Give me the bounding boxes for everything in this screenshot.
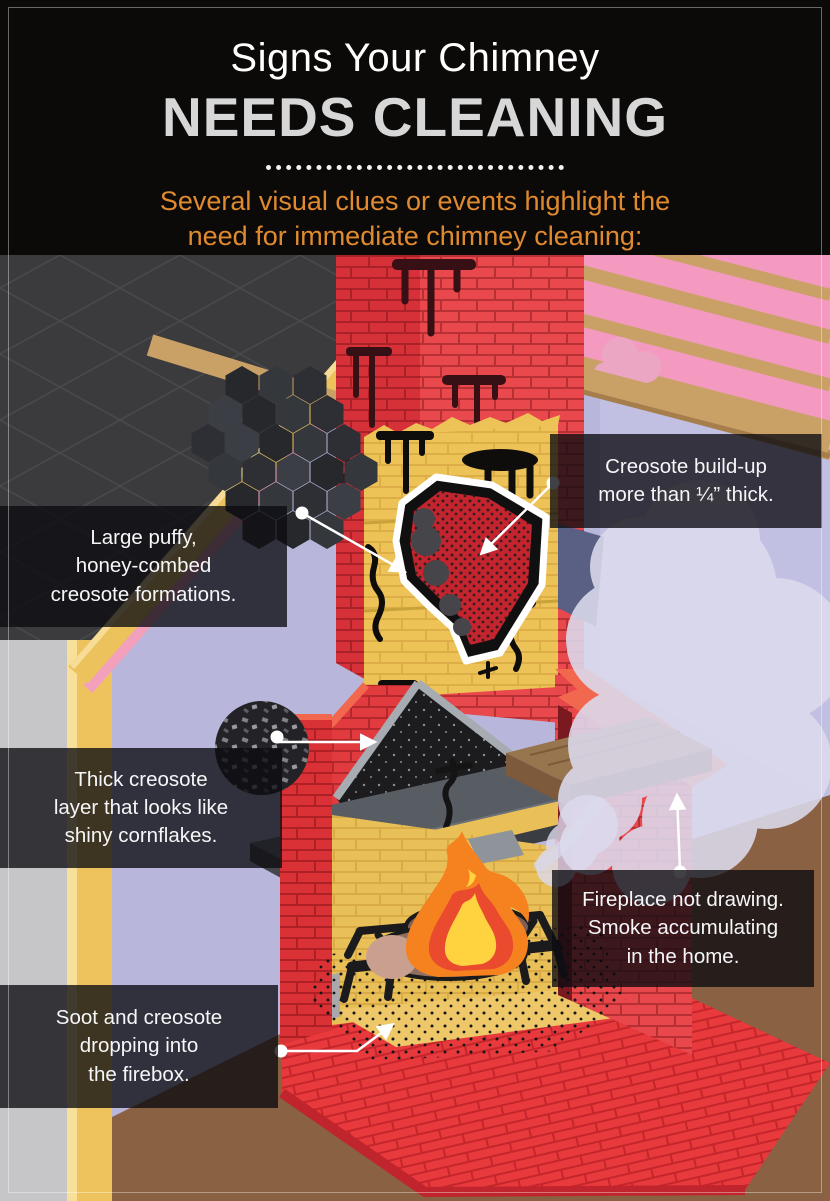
page-title-line1: Signs Your Chimney	[230, 36, 600, 80]
callout-honeycomb-formations: Large puffy, honey-combed creosote forma…	[0, 506, 287, 627]
leader-buildup	[479, 482, 554, 556]
callout-line: Creosote build-up	[605, 454, 767, 478]
damper-handle	[435, 758, 473, 830]
dotted-divider	[266, 165, 564, 170]
fire-grate-group	[308, 831, 626, 1061]
callout-line: Fireplace not drawing.	[582, 888, 784, 912]
header: Signs Your Chimney NEEDS CLEANING Severa…	[0, 0, 830, 255]
creosote-hole	[392, 473, 550, 665]
callout-line: layer that looks like	[53, 795, 229, 819]
subtitle-line1: Several visual clues or events highlight…	[159, 186, 671, 216]
callout-line: Large puffy,	[90, 526, 197, 550]
flame-icon	[405, 831, 530, 977]
callout-line: creosote formations.	[50, 582, 237, 606]
leader-smoke	[668, 792, 687, 871]
leader-soot	[281, 1022, 395, 1053]
creosote-drips-brick	[340, 259, 506, 496]
callout-line: dropping into	[79, 1034, 199, 1058]
callout-line: Thick creosote	[74, 767, 208, 791]
page-title-line2: NEEDS CLEANING	[162, 86, 668, 148]
callout-line: the firebox.	[88, 1062, 190, 1086]
callout-creosote-buildup: Creosote build-up more than ¼” thick.	[550, 434, 822, 528]
callout-soot-dropping: Soot and creosote dropping into the fire…	[0, 985, 278, 1108]
wall-cross-section	[0, 640, 112, 1201]
leader-honeycomb	[301, 511, 408, 573]
callout-line: Soot and creosote	[55, 1006, 223, 1030]
subtitle-line2: need for immediate chimney cleaning:	[187, 221, 643, 252]
callout-cornflake-layer: Thick creosote layer that looks like shi…	[0, 748, 282, 868]
callout-fireplace-not-drawing: Fireplace not drawing. Smoke accumulatin…	[552, 870, 814, 987]
callout-line: Smoke accumulating	[587, 916, 779, 940]
callout-line: more than ¼” thick.	[598, 483, 774, 506]
subtitle: Several visual clues or events highlight…	[0, 184, 830, 254]
callout-line: in the home.	[626, 944, 740, 968]
callout-line: honey-combed	[75, 554, 212, 578]
callout-line: shiny cornflakes.	[64, 824, 218, 848]
